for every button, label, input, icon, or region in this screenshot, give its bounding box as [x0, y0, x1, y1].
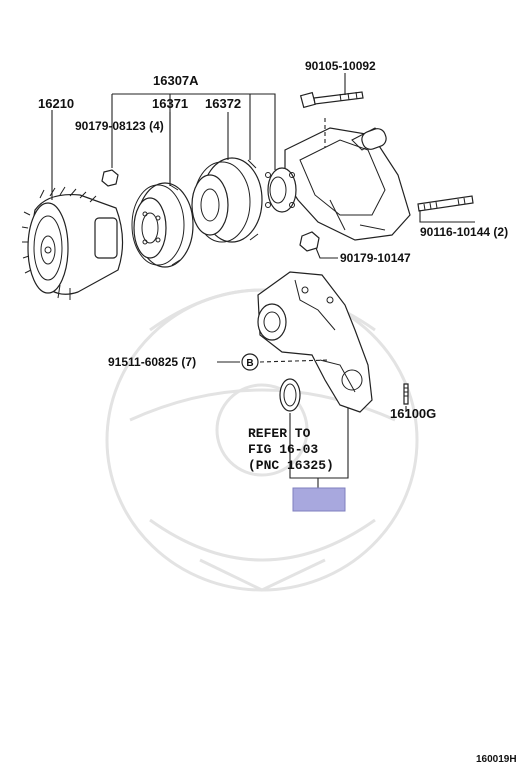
small-stud-drawing [403, 383, 409, 405]
callout-b-letter: B [246, 358, 253, 369]
label-pulley-rear: 16372 [205, 96, 241, 111]
label-pump-gasket: 16100G [390, 406, 436, 421]
bolt-drawing [299, 91, 364, 109]
stud-drawing [417, 195, 474, 212]
nut-drawings [101, 169, 320, 252]
label-nut-small: 90179-08123 (4) [75, 119, 164, 133]
highlight-box[interactable] [292, 487, 346, 512]
refer-line-3: (PNC 16325) [248, 458, 334, 473]
figure-id: 160019H [476, 754, 517, 765]
refer-line-2: FIG 16-03 [248, 442, 318, 457]
label-nut-right: 90179-10147 [340, 251, 411, 265]
label-fan-clutch: 16210 [38, 96, 74, 111]
label-gasket-ref: 91511-60825 (7) [108, 355, 196, 369]
pulley-rear-drawing [191, 157, 263, 243]
refer-line-1: REFER TO [248, 426, 311, 441]
label-stud: 90116-10144 (2) [420, 225, 508, 239]
water-pump-drawing [265, 127, 411, 241]
gasket-ring-drawing [279, 378, 301, 412]
leader-lines [51, 73, 475, 488]
pulley-front-drawing [131, 182, 194, 268]
callout-b: B [241, 353, 259, 371]
pump-body-drawing [257, 271, 373, 413]
fan-clutch-drawing [21, 186, 124, 300]
label-bolt: 90105-10092 [305, 59, 376, 73]
label-pulley-set: 16307A [153, 73, 199, 88]
label-pulley-front: 16371 [152, 96, 188, 111]
